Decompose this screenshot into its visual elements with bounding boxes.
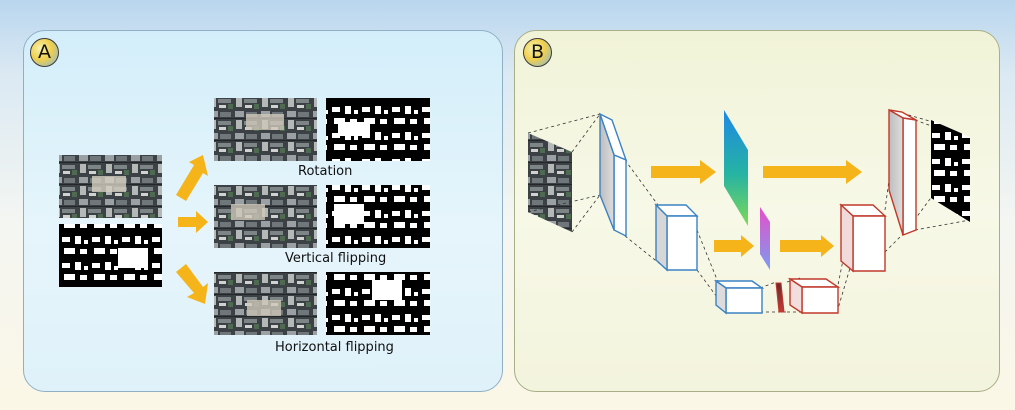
encoder-block-2	[654, 203, 699, 272]
caption-horizontal-flipping: Horizontal flipping	[275, 340, 394, 355]
rotated-mask-building	[338, 122, 370, 136]
feature-map-plane-small	[760, 207, 770, 270]
network-architecture-panel	[514, 30, 1000, 392]
decoder-block-1	[787, 277, 841, 315]
skip-arrow-4-icon	[780, 235, 834, 257]
vflip-aerial-square	[231, 204, 265, 220]
aerial-image-square	[92, 176, 126, 192]
arrow-up-icon	[176, 155, 208, 201]
decoder-block-3	[888, 108, 917, 237]
hflip-aerial-square	[247, 300, 281, 316]
network-input-image	[528, 133, 572, 232]
mask-building	[118, 248, 148, 268]
caption-vertical-flipping: Vertical flipping	[285, 251, 387, 266]
panel-a-badge: A	[30, 38, 59, 67]
arrow-right-icon	[178, 211, 208, 233]
arrow-down-icon	[176, 264, 208, 304]
feature-map-plane-large	[724, 110, 748, 226]
skip-arrow-2-icon	[763, 160, 862, 184]
vflip-mask-building	[334, 204, 364, 224]
bottleneck-slab	[775, 282, 785, 313]
decoder-block-2	[839, 203, 887, 273]
encoder-block-1	[598, 112, 628, 238]
encoder-block-3	[713, 279, 765, 315]
skip-arrow-1-icon	[651, 160, 716, 184]
skip-arrow-3-icon	[714, 235, 754, 257]
panel-b-badge: B	[523, 38, 552, 67]
rotated-aerial-square	[246, 114, 284, 130]
caption-rotation: Rotation	[298, 164, 353, 179]
vflip-aerial-image	[214, 185, 317, 248]
network-output-mask	[931, 120, 970, 222]
hflip-mask-building	[372, 280, 402, 300]
flow-arrows	[651, 160, 862, 257]
augmentation-arrows	[176, 155, 208, 304]
